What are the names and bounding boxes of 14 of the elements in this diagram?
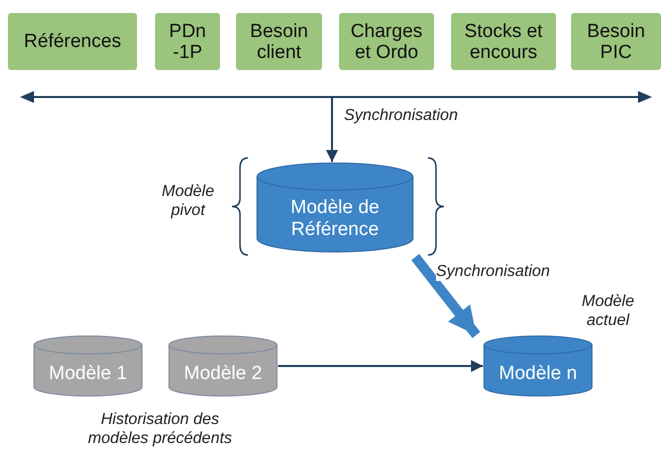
process-box: Charges et Ordo [339,13,434,70]
edge-label: Synchronisation [436,262,550,281]
edge-label: Synchronisation [344,106,458,125]
process-box: PDn -1P [155,13,220,70]
process-box: Stocks et encours [451,13,556,70]
node-caption: Modèle actuel [580,292,636,330]
process-box: Besoin client [236,13,322,70]
caption-text: Historisation des modèles précédents [86,410,234,448]
arrow [326,98,338,162]
arrow [278,360,483,372]
thick-arrow [411,254,480,338]
process-box: Besoin PIC [571,13,661,70]
caption-text: Modèle pivot [160,182,216,220]
process-box: Références [8,13,137,70]
